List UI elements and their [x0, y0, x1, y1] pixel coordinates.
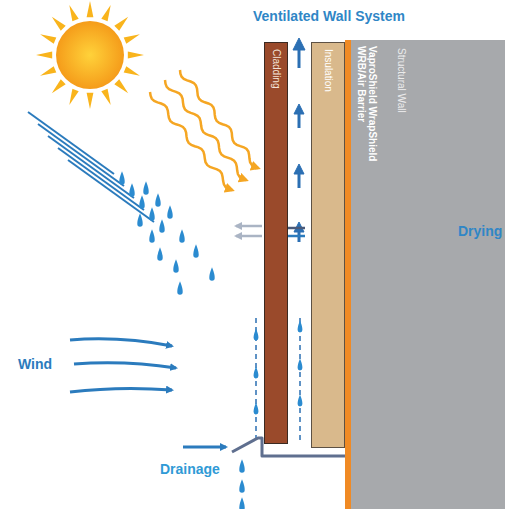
sun [56, 21, 124, 89]
water-drop [254, 366, 259, 378]
wind-arrows [70, 339, 176, 392]
water-drop [239, 479, 244, 492]
sun-rays [36, 1, 144, 109]
water-drop [157, 247, 162, 260]
sun-heat-waves [150, 70, 258, 190]
water-drop [239, 459, 244, 472]
water-drop [179, 229, 184, 242]
heat-wave [150, 92, 232, 190]
water-drop [173, 259, 178, 273]
sun-ray [101, 5, 110, 21]
sun-ray [52, 17, 66, 31]
sun-ray [128, 52, 144, 59]
callout-label: Drainage [160, 461, 220, 477]
heat-wave [165, 80, 246, 180]
sun-ray [87, 1, 94, 17]
airflow-arrows [293, 38, 305, 242]
sun-ray [40, 34, 56, 43]
sun-ray [52, 79, 66, 93]
water-drop [155, 193, 160, 206]
water-drop [119, 171, 124, 184]
rain-streak [68, 160, 154, 222]
callout-label: Drying [458, 223, 502, 239]
water-drop [298, 358, 303, 370]
rain [28, 112, 215, 295]
sun-ray [36, 52, 52, 59]
water-drop [209, 267, 214, 280]
water-drop [137, 213, 142, 226]
water-drop [254, 402, 259, 414]
water-drop [143, 181, 148, 194]
rain-streak [28, 112, 114, 174]
sun-ray [40, 66, 56, 75]
layer-label: Cladding [270, 49, 282, 88]
water-drop [254, 328, 259, 340]
sun-ray [87, 93, 94, 109]
wall-layer: Cladding [264, 42, 288, 444]
sun-ray [124, 66, 140, 75]
layer-label: Insulation [322, 49, 334, 92]
water-drop [167, 205, 172, 218]
rain-streak [38, 124, 124, 186]
callout-label: Wind [18, 356, 52, 372]
water-drop [129, 183, 134, 196]
rain-streak [48, 136, 134, 198]
sun-ray [69, 5, 78, 21]
heat-wave [180, 70, 258, 168]
wall-layer: Insulation [311, 42, 345, 448]
water-drop [149, 229, 154, 243]
wrb-membrane [345, 40, 351, 509]
sun-ray [69, 89, 78, 105]
sun-ray [114, 17, 128, 31]
sun-ray [101, 89, 110, 105]
sun-ray [124, 34, 140, 43]
water-drop [149, 207, 154, 221]
wall-layer: VaproShield WrapShield WRB/Air Barrier [345, 40, 381, 370]
sun-ray [114, 79, 128, 93]
rain-streak [58, 148, 144, 210]
water-drop [177, 281, 182, 295]
layer-label: VaproShield WrapShield WRB/Air Barrier [355, 46, 378, 176]
water-drop [298, 320, 303, 332]
water-drop [193, 244, 198, 258]
water-drop [239, 497, 244, 509]
diagram-title: Ventilated Wall System [253, 8, 405, 24]
layer-label: Structural Wall [395, 48, 407, 113]
drainage-arrow [183, 446, 226, 449]
water-drop [298, 394, 303, 406]
water-drop [159, 219, 164, 232]
water-drop [139, 195, 144, 209]
